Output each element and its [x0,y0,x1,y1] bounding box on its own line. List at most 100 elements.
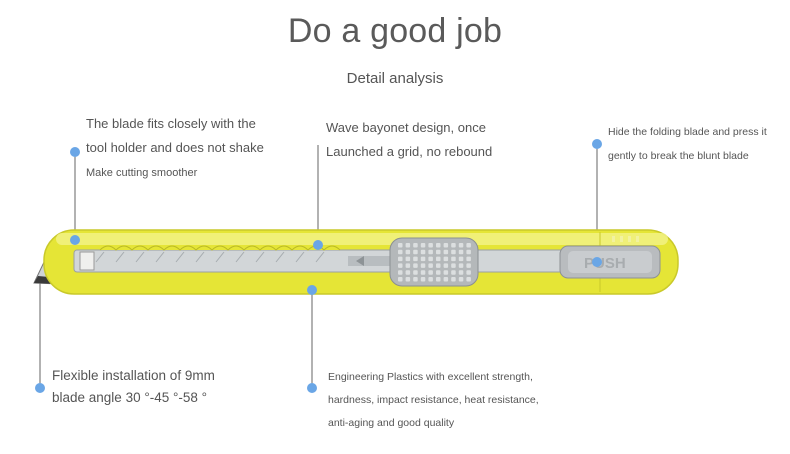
page-subtitle: Detail analysis [346,70,444,87]
grip-dot [458,270,464,275]
grip-dot [451,256,456,262]
grip-dot [436,249,441,255]
grip-dot [466,243,471,248]
blade-slot [73,249,565,273]
callout-plastics-line3: anti-aging and good quality [328,417,455,429]
grip-dot [428,277,433,282]
grip-dot [466,256,471,262]
grip-dot [443,263,449,268]
slider-grip-dots [398,243,471,282]
grip-texture [612,236,639,242]
grip-dot [466,270,471,275]
grip-dot [398,243,403,248]
grip-dot [420,277,426,282]
callout-installation-line2: blade angle 30 °-45 °-58 ° [52,390,208,405]
callout-installation-line1: Flexible installation of 9mm [52,368,215,383]
grip-dot [458,249,464,255]
marker-installation [35,383,45,393]
grip-dot [428,263,433,268]
callout-blade-fit-line1: The blade fits closely with the [86,116,256,131]
callout-plastics-line1: Engineering Plastics with excellent stre… [328,371,533,383]
grip-dot [398,249,403,255]
grip-dot [451,249,456,255]
grip-dot [405,256,411,262]
marker-folding [592,139,602,149]
wave-bayonet [99,245,341,251]
grip-dot [451,243,456,248]
slider-arrow [356,256,364,266]
marker-folding-target [592,257,602,267]
grip-dot [458,243,464,248]
callout-folding-line2: gently to break the blunt blade [608,150,749,162]
body-highlight [56,233,668,245]
callout-installation: Flexible installation of 9mm blade angle… [52,365,215,409]
grip-dot [428,243,433,248]
grip-dot [458,263,464,268]
grip-dot [420,256,426,262]
grip-dot [451,263,456,268]
grip-dot [458,256,464,262]
grip-dot [466,277,471,282]
grip-dot [466,263,471,268]
callout-folding: Hide the folding blade and press it gent… [608,120,767,168]
grip-dot [413,243,418,248]
grip-dot [443,249,449,255]
page-title: Do a good job [287,12,503,50]
grip-dot [436,256,441,262]
grip-dot [398,277,403,282]
callout-folding-line1: Hide the folding blade and press it [608,126,767,138]
grip-dot [436,263,441,268]
push-lever-inner [568,251,652,273]
grip-dot [443,277,449,282]
marker-bayonet-target [313,240,323,250]
grip-dot [428,256,433,262]
slider-button [389,237,479,287]
marker-plastics-target [307,285,317,295]
grip-dot [436,243,441,248]
callout-blade-fit-line2: tool holder and does not shake [86,140,264,155]
callout-bayonet-line1: Wave bayonet design, once [326,120,486,135]
callout-plastics-line2: hardness, impact resistance, heat resist… [328,394,539,406]
grip-dot [413,270,418,275]
grip-dot [436,270,441,275]
grip-dot [398,256,403,262]
leader-lines [39,144,598,388]
grip-dot [443,243,449,248]
grip-dot [443,270,449,275]
grip-dot [398,263,403,268]
grip-dot [405,277,411,282]
grip-dot [413,256,418,262]
grip-dot [428,249,433,255]
callout-bayonet: Wave bayonet design, once Launched a gri… [326,116,492,164]
grip-dot [451,270,456,275]
callout-bayonet-line2: Launched a grid, no rebound [326,144,493,159]
grip-dot [458,277,464,282]
marker-plastics [307,383,317,393]
grip-dot [420,263,426,268]
grip-dot [420,249,426,255]
grip-dot [405,243,411,248]
grip-dot [443,256,449,262]
push-label: PUSH [584,255,626,272]
grip-dot [466,249,471,255]
grip-dot [405,249,411,255]
grip-dot [413,249,418,255]
grip-dot [451,277,456,282]
grip-dot [398,270,403,275]
callout-plastics: Engineering Plastics with excellent stre… [328,366,539,435]
callout-blade-fit-line3: Make cutting smoother [86,167,198,179]
blade-holder-clip [79,251,95,271]
grip-dot [420,270,426,275]
grip-dot [405,270,411,275]
callout-markers [35,139,602,393]
grip-dot [405,263,411,268]
marker-blade-fit-target [70,235,80,245]
grip-dot [436,277,441,282]
grip-dot [413,263,418,268]
slider-track [348,256,392,266]
grip-dot [420,243,426,248]
callout-blade-fit: The blade fits closely with the tool hol… [86,112,264,184]
grip-dot [428,270,433,275]
marker-blade-fit [70,147,80,157]
